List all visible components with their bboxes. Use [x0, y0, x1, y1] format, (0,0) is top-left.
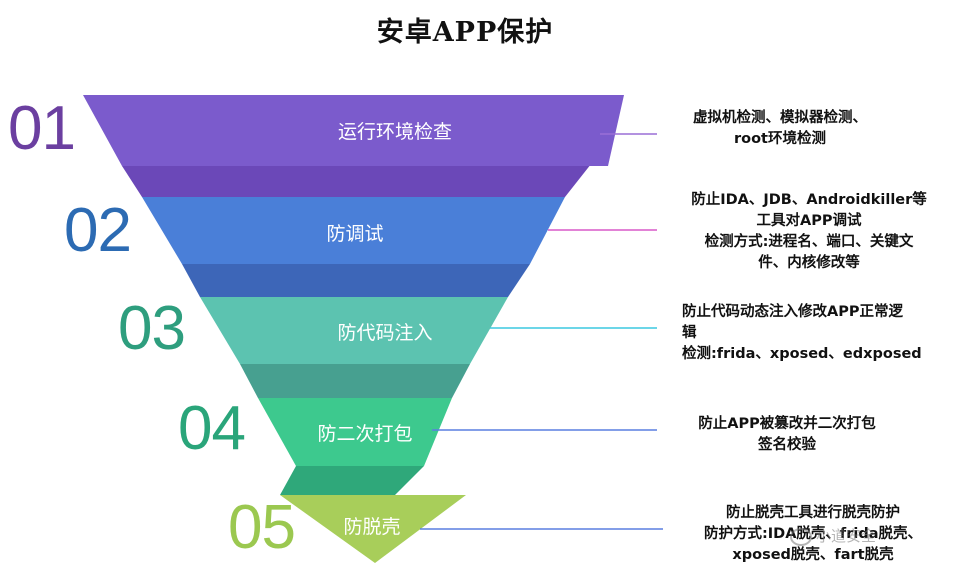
- description-line: 防止APP被篡改并二次打包: [698, 416, 876, 432]
- stage-description-03: 防止代码动态注入修改APP正常逻 辑 检测:frida、xposed、edxpo…: [682, 302, 944, 365]
- stage-description-01: 虚拟机检测、模拟器检测、 root环境检测: [670, 108, 890, 150]
- wechat-icon: [790, 527, 812, 546]
- funnel-stage-3: [200, 297, 508, 364]
- stage-number-05: 05: [228, 493, 296, 562]
- page-title: 安卓APP保护: [376, 17, 554, 48]
- stage-label-03: 防代码注入: [337, 322, 433, 344]
- funnel-band-4: [280, 466, 424, 495]
- description-line: root环境检测: [733, 131, 826, 147]
- description-line: 工具对APP调试: [756, 213, 862, 229]
- description-line: 检测方式:进程名、端口、关键文: [704, 234, 914, 250]
- stage-number-02: 02: [64, 196, 132, 265]
- watermark: 小道安全: [790, 525, 876, 546]
- stage-number-03: 03: [118, 294, 186, 363]
- funnel-stage-2: [142, 197, 565, 264]
- description-line: 防止IDA、JDB、Androidkiller等: [691, 192, 927, 208]
- funnel-stage-1: [83, 95, 624, 166]
- stage-number-04: 04: [178, 394, 246, 463]
- funnel-band-3: [240, 364, 470, 398]
- stage-number-01: 01: [8, 94, 76, 163]
- stage-description-02: 防止IDA、JDB、Androidkiller等 工具对APP调试 检测方式:进…: [680, 190, 938, 274]
- description-line: 辑: [682, 325, 697, 341]
- description-line: 签名校验: [758, 437, 816, 453]
- stage-description-04: 防止APP被篡改并二次打包 签名校验: [672, 414, 902, 456]
- funnel-band-2: [182, 264, 530, 297]
- stage-description-05: 防止脱壳工具进行脱壳防护 防护方式:IDA脱壳、frida脱壳、 xposed脱…: [682, 503, 944, 566]
- stage-label-02: 防调试: [326, 223, 384, 245]
- description-line: 虚拟机检测、模拟器检测、: [693, 110, 867, 126]
- description-line: 件、内核修改等: [758, 255, 860, 271]
- description-line: 检测:frida、xposed、edxposed: [682, 346, 922, 362]
- watermark-text: 小道安全: [816, 527, 877, 545]
- description-line: 防护方式:IDA脱壳、frida脱壳、: [703, 526, 923, 542]
- funnel-stage-4: [258, 398, 452, 466]
- description-line: 防止代码动态注入修改APP正常逻: [682, 304, 903, 320]
- description-line: xposed脱壳、fart脱壳: [732, 547, 894, 563]
- stage-label-01: 运行环境检查: [337, 121, 452, 143]
- description-line: 防止脱壳工具进行脱壳防护: [726, 505, 900, 521]
- funnel-stage-5: [280, 495, 466, 563]
- stage-label-05: 防脱壳: [343, 516, 401, 538]
- stage-label-04: 防二次打包: [317, 423, 413, 445]
